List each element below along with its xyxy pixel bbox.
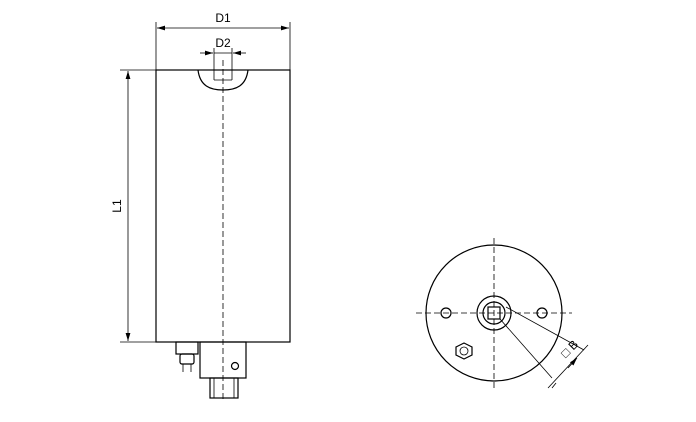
end-view: □ B	[416, 238, 589, 390]
set-screw-hole	[230, 361, 240, 371]
l1-label: L1	[110, 199, 124, 213]
hub-inner	[482, 301, 506, 325]
hex-nut	[455, 342, 473, 360]
mount-hole-left	[440, 307, 452, 319]
dimension-d2: D2	[200, 36, 246, 70]
side-view: D1 D2 L1	[110, 11, 291, 400]
dimension-l1: L1	[110, 69, 156, 343]
shaft-stub	[209, 377, 239, 399]
hub-outer	[476, 295, 512, 331]
mount-hole-right	[536, 307, 548, 319]
dimension-d1: D1	[155, 11, 291, 70]
dimension-b: □ B	[499, 306, 589, 389]
square-bore	[487, 306, 501, 320]
cable-gland	[175, 341, 199, 372]
d1-label: D1	[215, 11, 231, 25]
d2-label: D2	[215, 36, 231, 50]
